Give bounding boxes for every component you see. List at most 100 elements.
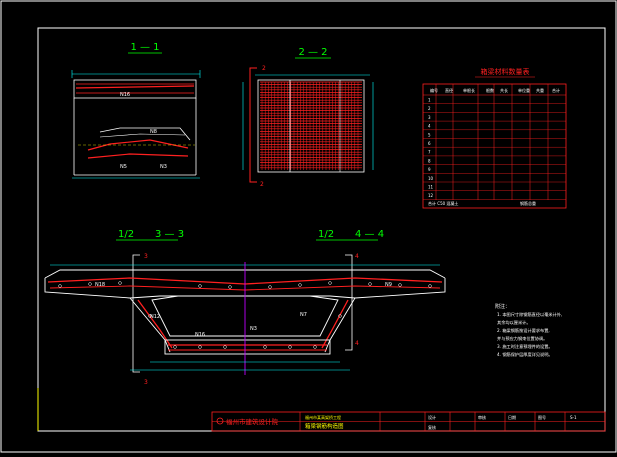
notes-title: 附注： — [495, 303, 510, 310]
svg-text:3: 3 — [144, 253, 148, 260]
table-header: 合计 — [552, 87, 560, 93]
svg-text:N12: N12 — [150, 314, 160, 320]
table-row-number: 12 — [428, 193, 434, 198]
table-row-number: 8 — [428, 158, 431, 163]
sheet-number: S-1 — [570, 415, 577, 420]
box-cell — [151, 295, 339, 337]
rebar-dot — [263, 345, 267, 349]
svg-text:N18: N18 — [95, 282, 105, 288]
svg-text:复核: 复核 — [428, 424, 436, 430]
note-line: 并与预应力钢束位置协调。 — [497, 335, 547, 342]
table-header: 共重 — [536, 87, 544, 93]
table-header: 单位重 — [518, 87, 530, 93]
section-3-3-title: 3 — 3 — [155, 229, 184, 240]
rebar-dot — [198, 345, 202, 349]
rebar-line — [75, 85, 195, 89]
svg-text:日期: 日期 — [508, 414, 516, 420]
cut-marker — [249, 67, 257, 183]
rebar-dot — [88, 282, 92, 286]
table-row-number: 5 — [428, 132, 431, 137]
rebar-line — [87, 139, 189, 151]
svg-text:设计: 设计 — [428, 414, 436, 420]
svg-text:3: 3 — [144, 379, 148, 386]
table-header: 共长 — [500, 87, 508, 93]
table-header: 根数 — [486, 87, 494, 93]
table-header: 编号 — [430, 87, 438, 93]
section-2-2-title: 2 — 2 — [298, 47, 327, 58]
rebar-dots — [58, 281, 432, 349]
rebar-mesh — [260, 81, 362, 170]
svg-text:2: 2 — [262, 65, 266, 72]
svg-text:图号: 图号 — [538, 414, 546, 420]
table-header: 直径 — [445, 87, 453, 93]
rebar-dot — [198, 284, 202, 288]
notes: 附注： 1. 本图尺寸除钢筋直径以毫米计外, 其余均以厘米计。 2. 箱梁钢筋按… — [495, 303, 562, 358]
slab-outline — [257, 79, 365, 173]
table-grid — [423, 84, 566, 200]
label-n16: N16 — [120, 92, 130, 98]
rebar-dot — [58, 284, 62, 288]
section-1-1-title: 1 — 1 — [130, 42, 159, 53]
rebar-dot — [313, 345, 317, 349]
drawing-title: 箱梁钢筋构造图 — [305, 422, 344, 430]
table-header: 单根长 — [463, 87, 475, 93]
table-row-number: 11 — [428, 185, 434, 190]
note-line: 3. 施工时注意预埋件的设置。 — [497, 343, 553, 350]
rebar-dot — [398, 283, 402, 287]
note-line: 其余均以厘米计。 — [497, 319, 531, 326]
title-block: 福州市建筑设计院 福州市某高架桥工程 箱梁钢筋构造图 设计 复核 审核 日期 图… — [211, 411, 606, 432]
table-row-number: 4 — [428, 124, 431, 129]
svg-text:N16: N16 — [195, 332, 205, 338]
note-line: 4. 钢筋保护层厚度详见说明。 — [497, 351, 553, 358]
svg-text:1/2: 1/2 — [118, 229, 134, 240]
section-2-2: 2 — 2 2 2 — [242, 47, 374, 188]
svg-text:N5: N5 — [120, 164, 127, 170]
svg-text:N3: N3 — [250, 326, 257, 332]
table-border — [422, 83, 567, 209]
section-4-4-title: 4 — 4 — [355, 229, 384, 240]
table-row-number: 7 — [428, 150, 431, 155]
svg-text:1/2: 1/2 — [318, 229, 334, 240]
svg-text:审核: 审核 — [478, 414, 486, 420]
institute-logo-icon — [216, 417, 224, 425]
bottom-slab — [164, 339, 331, 355]
rebar-dot — [298, 283, 302, 287]
project-name: 福州市某高架桥工程 — [305, 414, 341, 420]
rebar-dot — [223, 345, 227, 349]
table-footer-right: 钢筋总重 — [520, 200, 536, 206]
table-footer-left: 合计 C50 混凝土 — [428, 200, 458, 206]
note-line: 1. 本图尺寸除钢筋直径以毫米计外, — [497, 311, 562, 318]
deck-slab — [73, 79, 197, 99]
web-rebar — [137, 299, 173, 349]
table-row-number: 6 — [428, 141, 431, 146]
rebar-dot — [338, 314, 342, 318]
svg-text:N3: N3 — [160, 164, 167, 170]
rebar-dot — [288, 345, 292, 349]
rebar-dot — [328, 281, 332, 285]
svg-text:N8: N8 — [150, 129, 157, 135]
rebar-dot — [173, 345, 177, 349]
rebar-dot — [368, 282, 372, 286]
section-1-1: 1 — 1 N16 N8 N5 N3 — [71, 42, 201, 179]
table-row-number: 10 — [428, 176, 434, 181]
svg-text:2: 2 — [260, 181, 264, 188]
rebar-dot — [118, 281, 122, 285]
rebar-dot — [268, 285, 272, 289]
institute-name: 福州市建筑设计院 — [226, 417, 279, 426]
table-row-number: 3 — [428, 115, 431, 120]
svg-text:N7: N7 — [300, 312, 307, 318]
svg-text:4: 4 — [355, 340, 359, 347]
section-3-3-4-4: 1/2 3 — 3 1/2 4 — 4 3 3 4 4 — [44, 229, 446, 386]
svg-text:N9: N9 — [385, 282, 392, 288]
note-line: 2. 箱梁钢筋按设计要求布置, — [497, 327, 550, 334]
table-row-number: 2 — [428, 106, 431, 111]
table-row-number: 9 — [428, 167, 431, 172]
rebar-dot — [148, 314, 152, 318]
rebar-dot — [228, 285, 232, 289]
svg-text:4: 4 — [355, 253, 359, 260]
rebar-dot — [428, 284, 432, 288]
material-table: 箱梁材料数量表 编号 直径 单根长 根数 共长 单位重 共重 合计 123456… — [422, 67, 567, 209]
table-row-number: 1 — [428, 98, 431, 103]
